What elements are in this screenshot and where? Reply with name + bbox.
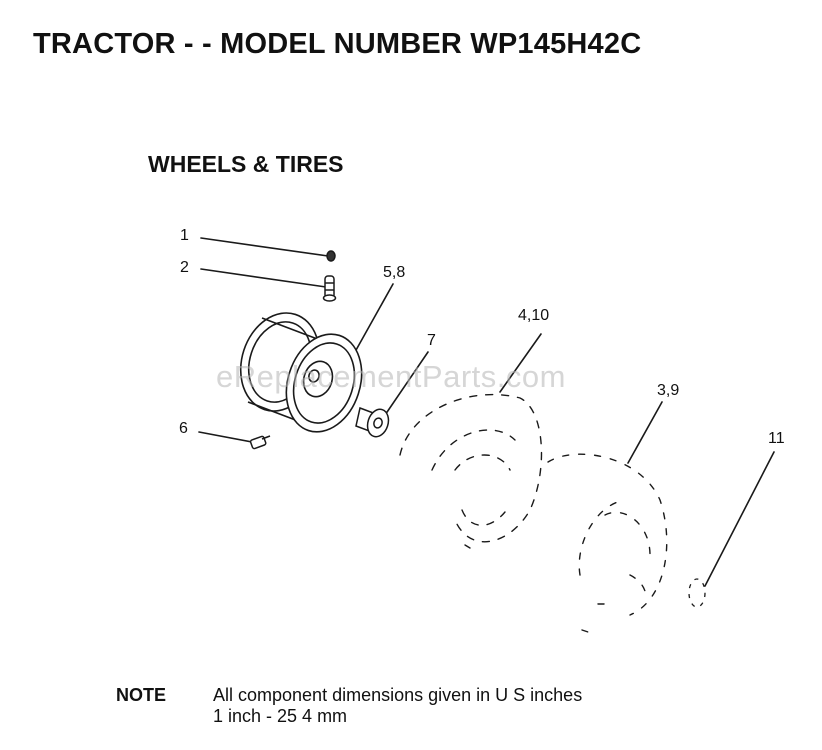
valve-cap-part xyxy=(326,250,336,262)
fitting-part xyxy=(688,578,706,608)
callout-3-9: 3,9 xyxy=(657,382,680,399)
note-line-units: All component dimensions given in U S in… xyxy=(213,685,583,705)
callout-2: 2 xyxy=(180,259,189,276)
callout-6: 6 xyxy=(179,420,188,437)
tire-part xyxy=(399,393,543,549)
note-label: NOTE xyxy=(116,685,167,705)
leader-line-7 xyxy=(382,351,429,419)
callout-7: 7 xyxy=(427,332,436,349)
page-title: TRACTOR - - MODEL NUMBER WP145H42C xyxy=(33,28,642,60)
leader-line-4-10 xyxy=(499,333,542,393)
callout-5-8: 5,8 xyxy=(383,264,406,281)
valve-stem-part xyxy=(322,275,337,302)
callout-1: 1 xyxy=(180,227,189,244)
wheel-rim-part xyxy=(239,312,363,433)
bolt-part xyxy=(249,435,271,450)
leader-line-1 xyxy=(200,237,329,257)
note-line-conversion: 1 inch - 25 4 mm xyxy=(213,706,348,726)
leader-line-6 xyxy=(198,431,258,444)
leader-line-2 xyxy=(200,268,327,288)
callout-11: 11 xyxy=(768,430,785,447)
leader-line-11 xyxy=(704,451,775,587)
callout-4-10: 4,10 xyxy=(518,307,550,324)
leader-line-3-9 xyxy=(627,401,663,464)
section-title: WHEELS & TIRES xyxy=(148,151,344,177)
inner-tube-part xyxy=(547,453,668,633)
bushing-part xyxy=(355,406,390,438)
watermark: eReplacementParts.com xyxy=(216,359,566,394)
